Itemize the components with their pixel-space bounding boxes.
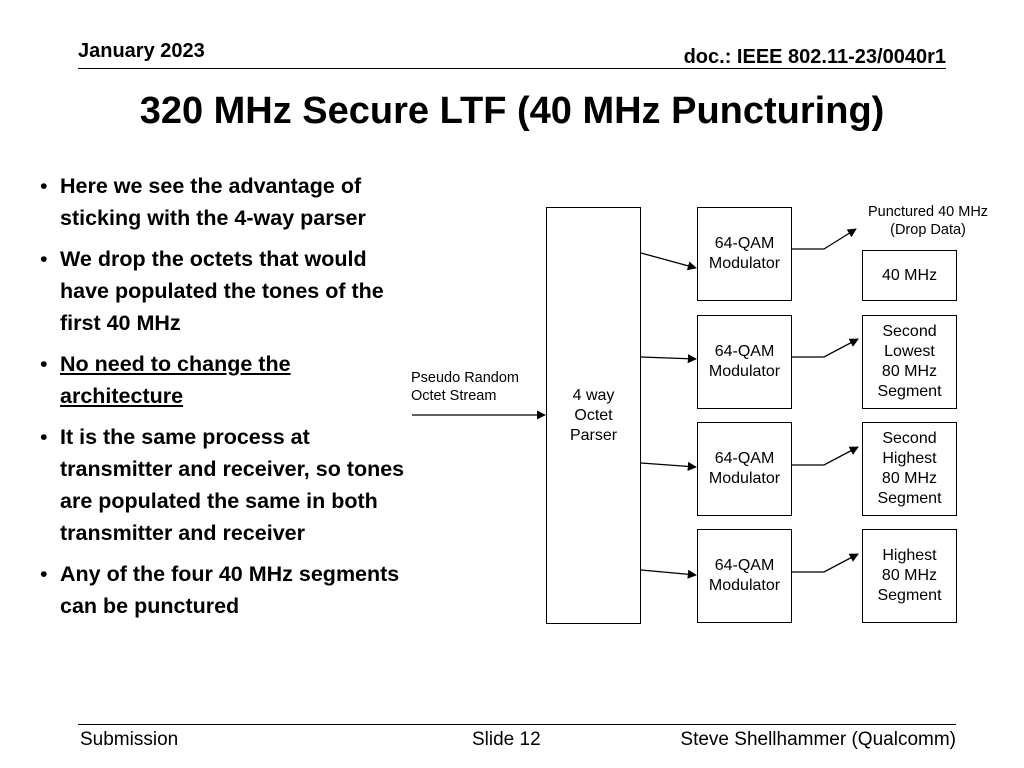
footer-slide-number: Slide 12 [472,729,541,750]
bullet-text: We drop the octets that would have popul… [60,247,384,335]
segment-label-line: Segment [877,490,942,507]
modulator-to-segment-arrow [792,553,859,573]
footer-submission: Submission [80,729,179,750]
modulator-block: 64-QAM Modulator [697,207,792,301]
parser-label-line: 4 way [572,386,615,404]
header-divider [78,68,946,69]
punctured-label-line: (Drop Data) [890,222,966,238]
modulator-label-line: 64-QAM [714,450,775,467]
modulator-label-line: Modulator [708,577,781,594]
parser-to-modulator-arrow [640,569,697,579]
bullet-text: It is the same process at transmitter an… [60,425,405,545]
modulator-block: 64-QAM Modulator [697,422,792,516]
parser-to-modulator-arrow [640,461,697,471]
segment-label-line: 80 MHz [881,567,938,584]
modulator-to-segment-arrow [792,338,859,358]
bullet-item: We drop the octets that would have popul… [40,243,410,339]
parser-to-modulator-arrow [640,354,697,364]
segment-label-line: 40 MHz [881,266,938,284]
modulator-label-line: 64-QAM [714,557,775,574]
header-date: January 2023 [78,40,205,62]
modulator-to-segment-arrow [792,446,859,466]
modulator-label-line: Modulator [708,470,781,487]
modulator-block: 64-QAM Modulator [697,315,792,409]
modulator-block: 64-QAM Modulator [697,529,792,623]
input-label-line: Pseudo Random [411,370,520,386]
bullet-item: Any of the four 40 MHz segments can be p… [40,558,410,622]
segment-label-line: Segment [877,383,942,400]
header-doc-id: doc.: IEEE 802.11-23/0040r1 [683,46,946,68]
bullet-item: No need to change the architecture [40,348,410,412]
segment-label-line: Second [882,323,937,340]
bullet-text: No need to change the architecture [60,352,291,408]
segment-label-line: Lowest [884,343,935,360]
input-label-line: Octet Stream [411,388,497,404]
segment-block: Highest 80 MHz Segment [862,529,957,623]
modulator-label-line: Modulator [708,255,781,272]
modulator-label-line: 64-QAM [714,235,775,252]
punctured-label: Punctured 40 MHz (Drop Data) [856,203,1000,239]
footer-author: Steve Shellhammer (Qualcomm) [680,729,956,750]
segment-block: 40 MHz [862,250,957,301]
slide-title: 320 MHz Secure LTF (40 MHz Puncturing) [139,90,885,132]
segment-label-line: Highest [882,547,937,564]
input-stream-label: Pseudo Random Octet Stream [411,369,519,405]
modulator-label-line: Modulator [708,363,781,380]
segment-label-line: Highest [882,450,937,467]
parser-label-line: Parser [569,426,618,444]
modulator-label-line: 64-QAM [714,343,775,360]
segment-block: Second Highest 80 MHz Segment [862,422,957,516]
bullet-text: Here we see the advantage of sticking wi… [60,174,366,230]
segment-label-line: 80 MHz [881,470,938,487]
bullet-text: Any of the four 40 MHz segments can be p… [60,562,400,618]
segment-label-line: Second [882,430,937,447]
footer-divider [78,724,956,725]
modulator-to-segment-arrow [792,228,857,250]
parser-to-modulator-arrow [640,252,697,271]
segment-block: Second Lowest 80 MHz Segment [862,315,957,409]
segment-label-line: 80 MHz [881,363,938,380]
bullet-item: It is the same process at transmitter an… [40,421,410,549]
bullet-list: Here we see the advantage of sticking wi… [40,170,410,631]
bullet-item: Here we see the advantage of sticking wi… [40,170,410,234]
segment-label-line: Segment [877,587,942,604]
parser-label-line: Octet [574,406,613,424]
octet-parser-block: 4 way Octet Parser [546,207,641,624]
punctured-label-line: Punctured 40 MHz [867,204,989,220]
